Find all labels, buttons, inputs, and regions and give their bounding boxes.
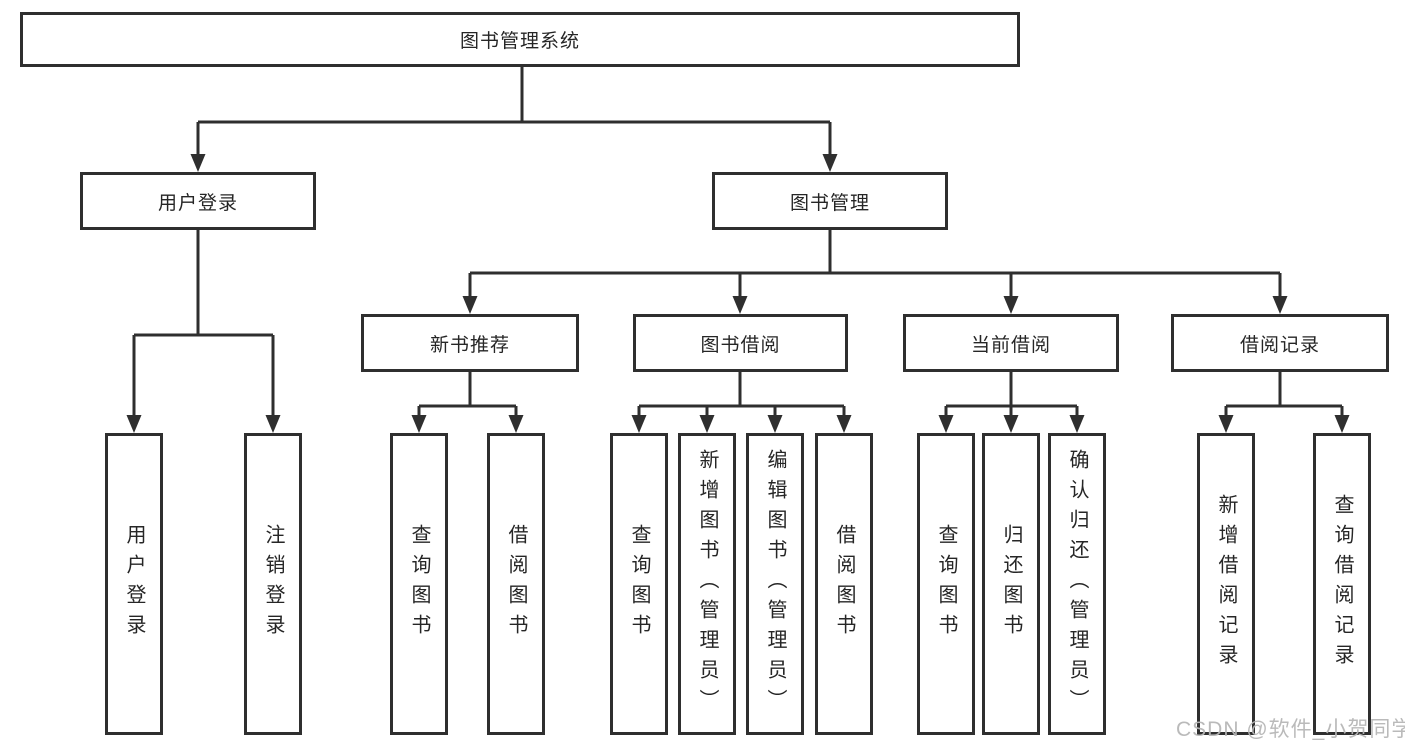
connector-book-management-to-children bbox=[468, 230, 1282, 300]
arrowhead bbox=[699, 415, 715, 433]
arrowhead bbox=[265, 415, 281, 433]
leaf-query-borrow-record-label: 查询借阅记录 bbox=[1331, 494, 1353, 674]
node-borrow-records: 借阅记录 bbox=[1171, 314, 1389, 372]
leaf-logout-label: 注销登录 bbox=[262, 524, 284, 644]
leaf-borrow-books: 借阅图书 bbox=[815, 433, 873, 735]
connector-new-book-to-children bbox=[417, 372, 518, 418]
node-user-login-label: 用户登录 bbox=[157, 192, 238, 214]
arrowhead bbox=[411, 415, 427, 433]
node-book-borrow: 图书借阅 bbox=[633, 314, 848, 372]
connector-current-borrow-to-children bbox=[944, 372, 1079, 418]
arrowhead bbox=[1003, 296, 1019, 314]
arrowhead bbox=[836, 415, 852, 433]
node-book-management-label: 图书管理 bbox=[789, 192, 870, 214]
leaf-query-books-recommend: 查询图书 bbox=[390, 433, 448, 735]
node-user-login: 用户登录 bbox=[80, 172, 316, 230]
leaf-borrow-books-recommend: 借阅图书 bbox=[487, 433, 545, 735]
leaf-edit-book-admin-label: 编辑图书（管理员） bbox=[764, 449, 786, 719]
connector-user-login-to-children bbox=[132, 230, 275, 418]
arrowhead bbox=[1069, 415, 1085, 433]
arrowhead bbox=[508, 415, 524, 433]
leaf-user-login-label: 用户登录 bbox=[123, 524, 145, 644]
leaf-borrow-books-recommend-label: 借阅图书 bbox=[505, 524, 527, 644]
arrowhead bbox=[1334, 415, 1350, 433]
leaf-query-books-borrow-label: 查询图书 bbox=[628, 524, 650, 644]
arrowhead bbox=[1218, 415, 1234, 433]
connector-root-to-level2 bbox=[196, 67, 832, 157]
leaf-query-books-current-label: 查询图书 bbox=[935, 524, 957, 644]
csdn-watermark: CSDN @软件_小贺同学 bbox=[1176, 718, 1405, 741]
node-new-book-recommend: 新书推荐 bbox=[361, 314, 579, 372]
leaf-query-books-current: 查询图书 bbox=[917, 433, 975, 735]
leaf-return-book-label: 归还图书 bbox=[1000, 524, 1022, 644]
arrowhead bbox=[938, 415, 954, 433]
leaf-edit-book-admin: 编辑图书（管理员） bbox=[746, 433, 804, 735]
leaf-query-books-recommend-label: 查询图书 bbox=[408, 524, 430, 644]
arrowhead bbox=[462, 296, 478, 314]
leaf-borrow-books-label: 借阅图书 bbox=[833, 524, 855, 644]
leaf-add-borrow-record: 新增借阅记录 bbox=[1197, 433, 1255, 735]
leaf-user-login: 用户登录 bbox=[105, 433, 163, 735]
leaf-confirm-return-admin: 确认归还（管理员） bbox=[1048, 433, 1106, 735]
node-book-management: 图书管理 bbox=[712, 172, 948, 230]
arrowhead bbox=[732, 296, 748, 314]
leaf-add-book-admin: 新增图书（管理员） bbox=[678, 433, 736, 735]
leaf-query-borrow-record: 查询借阅记录 bbox=[1313, 433, 1371, 735]
node-current-borrow: 当前借阅 bbox=[903, 314, 1119, 372]
node-root-label: 图书管理系统 bbox=[459, 31, 580, 52]
arrowhead bbox=[822, 154, 838, 172]
arrowhead bbox=[126, 415, 142, 433]
leaf-logout: 注销登录 bbox=[244, 433, 302, 735]
connector-borrow-records-to-children bbox=[1224, 372, 1344, 418]
arrowhead bbox=[1003, 415, 1019, 433]
leaf-add-book-admin-label: 新增图书（管理员） bbox=[696, 449, 718, 719]
connector-book-borrow-to-children bbox=[637, 372, 846, 418]
arrowhead bbox=[767, 415, 783, 433]
node-current-borrow-label: 当前借阅 bbox=[970, 334, 1051, 356]
leaf-query-books-borrow: 查询图书 bbox=[610, 433, 668, 735]
leaf-return-book: 归还图书 bbox=[982, 433, 1040, 735]
leaf-confirm-return-admin-label: 确认归还（管理员） bbox=[1066, 449, 1088, 719]
node-borrow-records-label: 借阅记录 bbox=[1239, 334, 1320, 356]
node-root: 图书管理系统 bbox=[20, 12, 1020, 67]
arrowhead bbox=[190, 154, 206, 172]
arrowhead bbox=[1272, 296, 1288, 314]
leaf-add-borrow-record-label: 新增借阅记录 bbox=[1215, 494, 1237, 674]
node-book-borrow-label: 图书借阅 bbox=[700, 334, 781, 356]
node-new-book-recommend-label: 新书推荐 bbox=[429, 334, 510, 356]
arrowhead bbox=[631, 415, 647, 433]
